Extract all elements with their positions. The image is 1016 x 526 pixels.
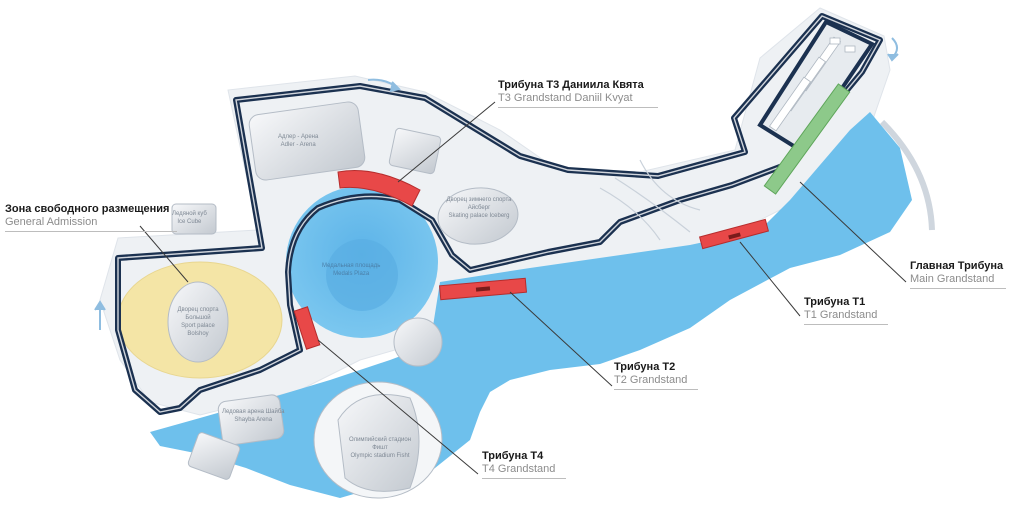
medals-plaza-center	[326, 239, 398, 311]
fisht-en: Olympic stadium Fisht	[350, 453, 410, 459]
shayba-label: Ледовая арена Шайба Shayba Arena	[222, 408, 285, 424]
round-pavilion	[393, 317, 443, 367]
callout-main-grandstand[interactable]: Главная Трибуна Main Grandstand	[910, 260, 1006, 289]
callout-rule	[498, 107, 658, 108]
shayba-ru: Ледовая арена Шайба	[222, 409, 285, 415]
access-roads	[599, 159, 701, 241]
building-block-south	[187, 432, 241, 480]
fisht-ru: Олимпийский стадион Фишт	[348, 437, 412, 451]
adler-arena-en: Adler - Arena	[280, 142, 316, 148]
callout-rule	[482, 478, 566, 479]
ice-cube-ru: Ледяной куб	[172, 211, 207, 217]
medals-plaza-ru: Медальная площадь	[322, 263, 381, 269]
building-block	[388, 127, 442, 175]
callout-rule	[614, 389, 698, 390]
t3-grandstand-ru: Трибуна Т3 Даниила Квята	[498, 79, 644, 91]
bolshoy-ru: Дворец спорта Большой	[177, 307, 219, 321]
t2-grandstand-box	[475, 286, 491, 292]
medals-plaza-en: Medals Plaza	[333, 271, 370, 277]
callout-t1-grandstand[interactable]: Трибуна Т1 T1 Grandstand	[804, 296, 888, 325]
ice-cube-en: Ice Cube	[177, 219, 202, 225]
t1-grandstand-ru: Трибуна Т1	[804, 296, 866, 308]
main-grandstand-mark	[763, 83, 851, 195]
track-inner-line	[117, 15, 881, 413]
t3-grandstand-en: T3 Grandstand Daniil Kvyat	[498, 92, 633, 104]
bolshoy-en: Sport palace Bolshoy	[181, 323, 215, 337]
fisht-label: Олимпийский стадион Фишт Olympic stadium…	[342, 436, 418, 460]
shayba-building	[217, 394, 285, 446]
main-grandstand-en: Main Grandstand	[910, 273, 995, 285]
medals-plaza-label: Медальная площадь Medals Plaza	[322, 262, 380, 278]
callout-general-admission[interactable]: Зона свободного размещения General Admis…	[5, 203, 177, 232]
callout-rule	[910, 288, 1006, 289]
iceberg-en: Skating palace Iceberg	[448, 213, 510, 219]
callout-rule	[5, 231, 177, 232]
t4-grandstand-en: T4 Grandstand	[482, 463, 556, 475]
main-grandstand-ru: Главная Трибуна	[910, 260, 1004, 272]
general-admission-ru: Зона свободного размещения	[5, 203, 170, 215]
iceberg-building	[437, 187, 519, 245]
t1-grandstand-box	[728, 232, 741, 240]
fisht-roof	[337, 394, 420, 492]
adler-arena-building	[248, 101, 366, 181]
adler-arena-label: Адлер - Арена Adler - Arena	[278, 133, 318, 149]
callout-t3-grandstand[interactable]: Трибуна Т3 Даниила Квята T3 Grandstand D…	[498, 79, 658, 108]
callout-leader-lines	[139, 101, 907, 475]
ice-cube-building	[171, 203, 217, 235]
pit-complex	[757, 19, 875, 153]
t4-grandstand-mark	[293, 306, 321, 350]
adler-arena-ru: Адлер - Арена	[278, 134, 319, 140]
t1-grandstand-en: T1 Grandstand	[804, 309, 878, 321]
callout-rule	[804, 324, 888, 325]
callout-t4-grandstand[interactable]: Трибуна Т4 T4 Grandstand	[482, 450, 566, 479]
pit-buildings	[768, 36, 856, 132]
t2-grandstand-ru: Трибуна Т2	[614, 361, 676, 373]
sea-shore	[879, 119, 935, 231]
bolshoy-label: Дворец спорта Большой Sport palace Bolsh…	[172, 306, 224, 338]
iceberg-ru: Дворец зимнего спорта Айсберг	[446, 197, 512, 211]
bolshoy-building	[167, 281, 229, 363]
iceberg-label: Дворец зимнего спорта Айсберг Skating pa…	[446, 196, 512, 220]
t4-grandstand-ru: Трибуна Т4	[482, 450, 544, 462]
ice-cube-label: Ледяной куб Ice Cube	[172, 210, 207, 226]
general-admission-en: General Admission	[5, 216, 98, 228]
t3-grandstand-mark	[337, 169, 421, 207]
shayba-en: Shayba Arena	[234, 417, 273, 423]
direction-arrow-icon	[94, 37, 899, 330]
callout-t2-grandstand[interactable]: Трибуна Т2 T2 Grandstand	[614, 361, 698, 390]
t2-grandstand-en: T2 Grandstand	[614, 374, 688, 386]
